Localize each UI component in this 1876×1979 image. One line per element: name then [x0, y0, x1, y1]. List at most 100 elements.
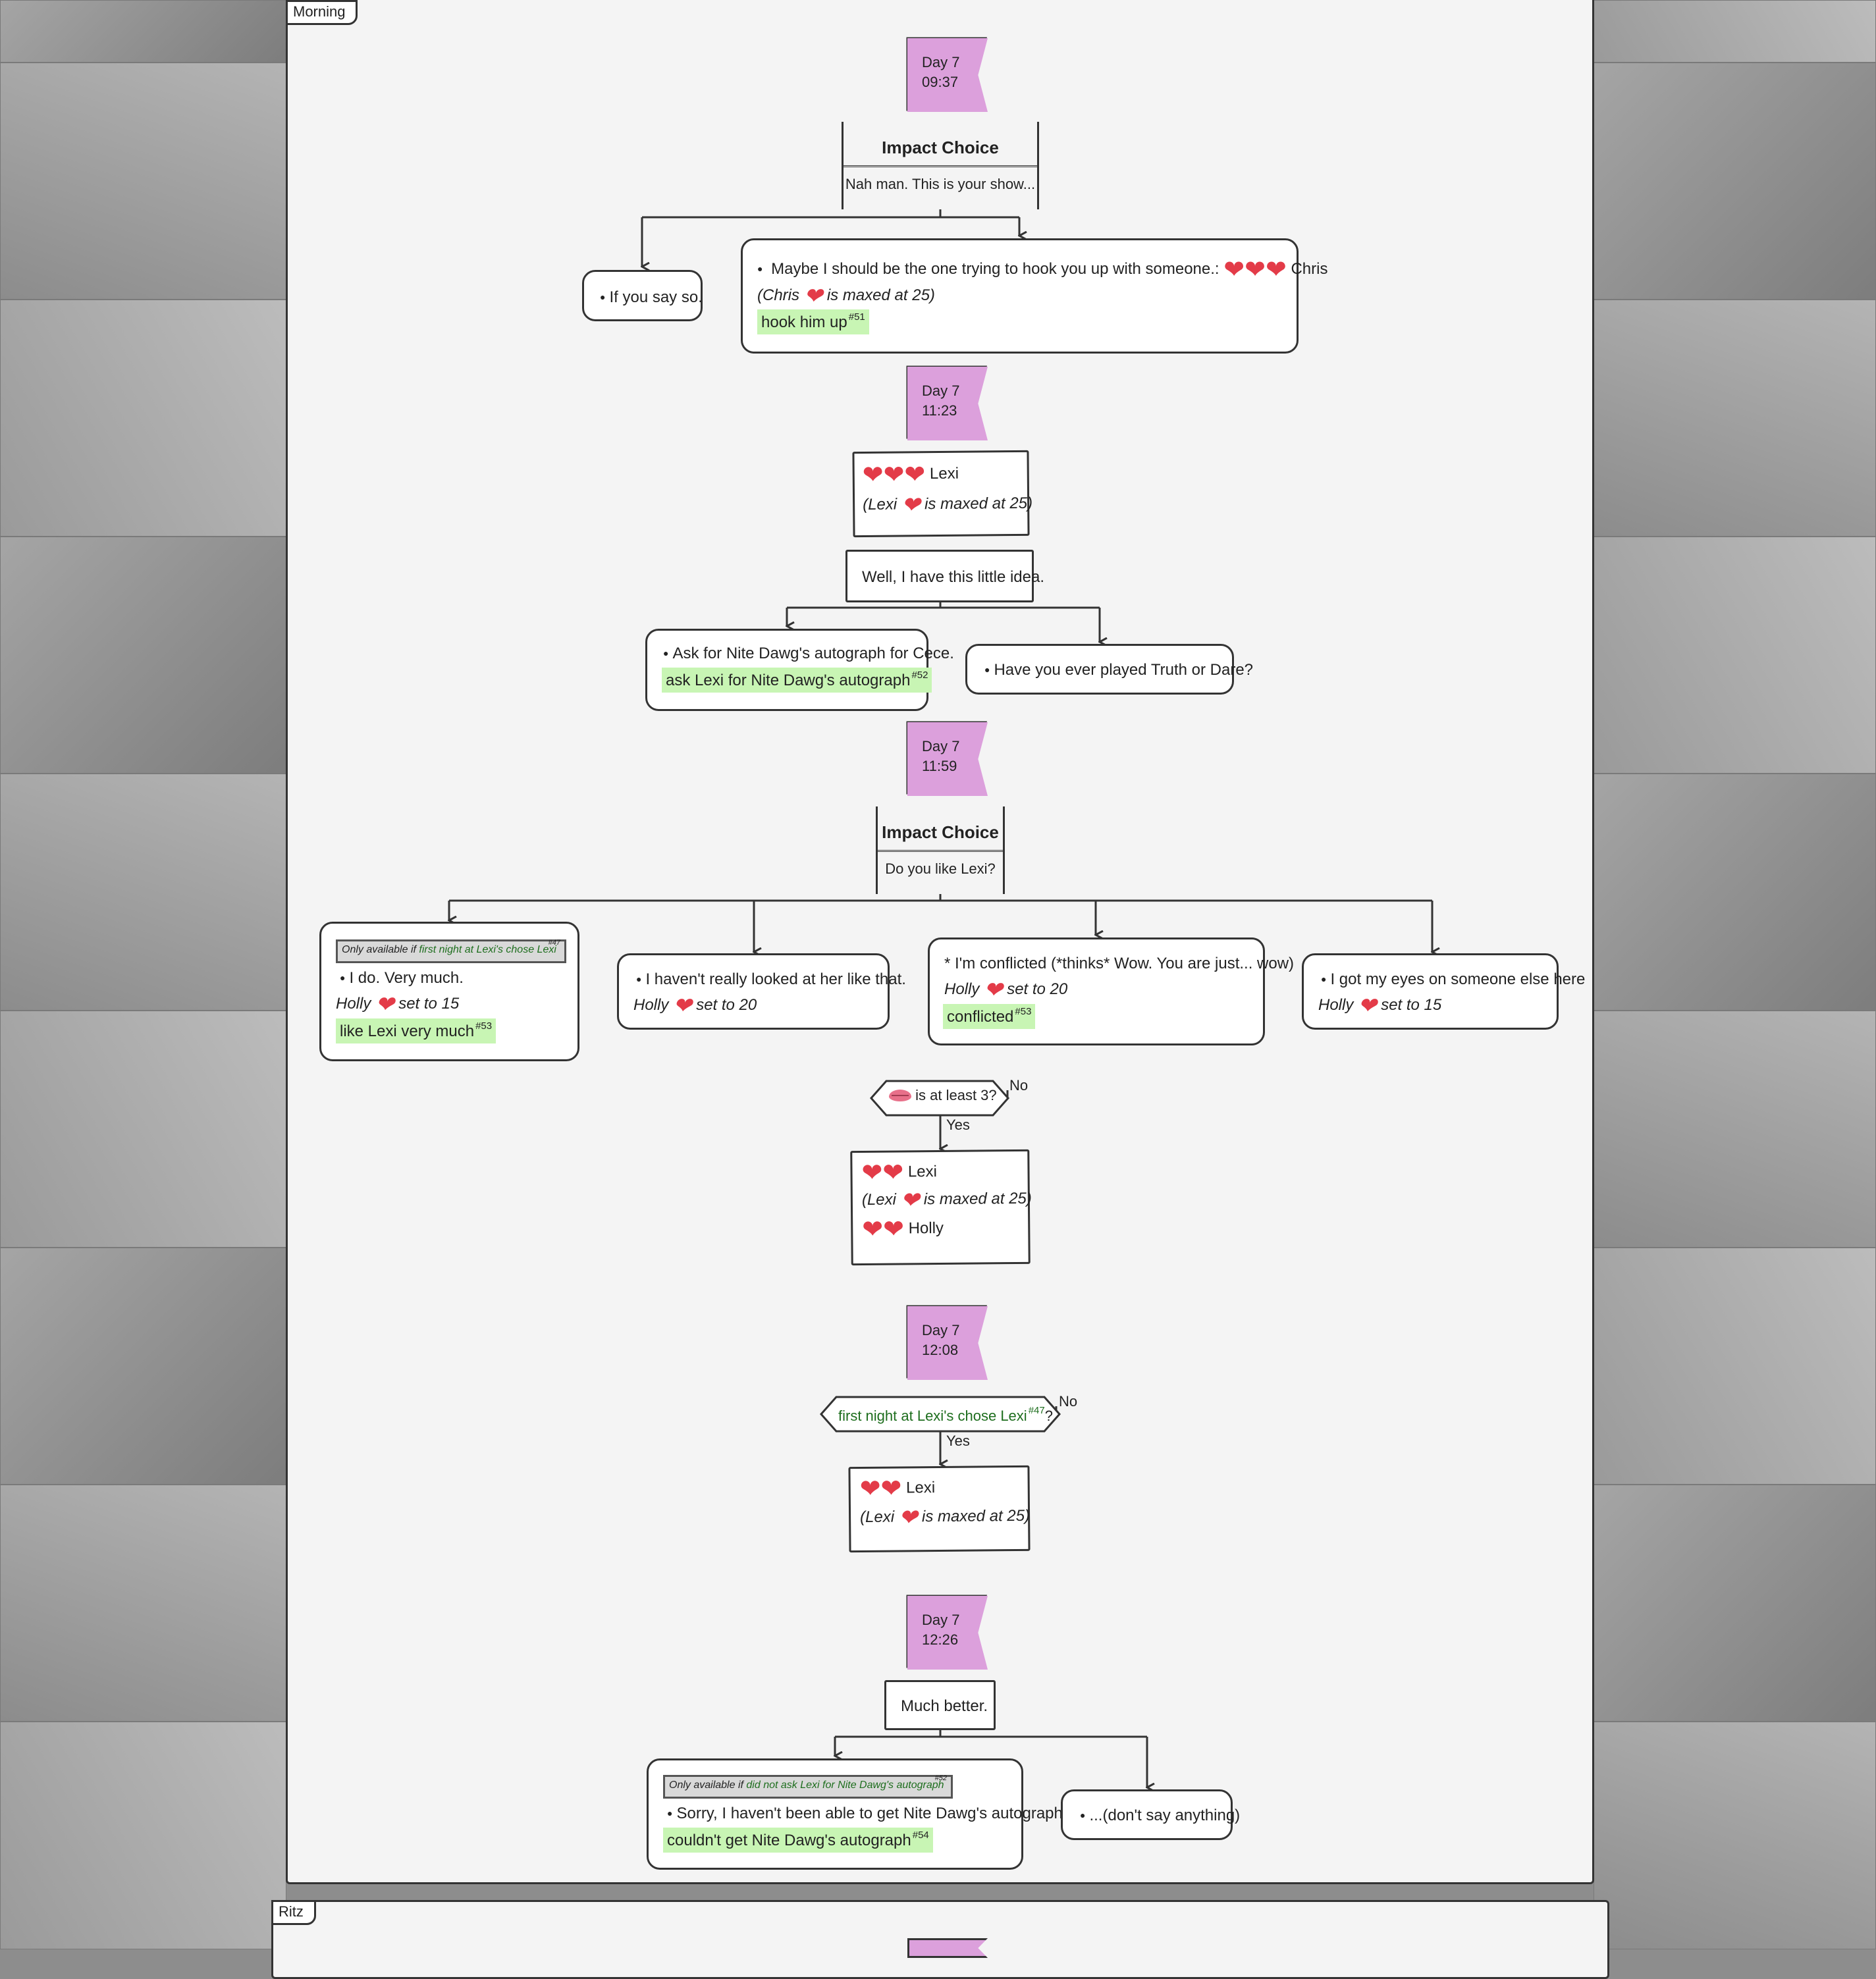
- heart-icon: ❤: [984, 978, 1003, 1003]
- background-photo: [1594, 537, 1876, 774]
- background-photo: [0, 0, 286, 63]
- branch-yes-label: Yes: [946, 1117, 970, 1133]
- time-flag: [907, 367, 988, 440]
- background-photo: [1594, 1011, 1876, 1248]
- relationship-line: ❤❤ Lexi: [859, 1475, 936, 1504]
- choice-tag: couldn't get Nite Dawg's autograph#54: [663, 1828, 933, 1853]
- background-photo: [0, 774, 286, 1011]
- relationship-line: ❤❤ Holly: [862, 1215, 944, 1244]
- impact-divider: [878, 850, 1003, 852]
- availability-condition: Only available if first night at Lexi's …: [336, 939, 566, 963]
- impact-divider: [844, 165, 1037, 167]
- impact-choice-title: Impact Choice: [882, 822, 999, 842]
- time-flag: [907, 1596, 988, 1670]
- background-photo: [0, 1722, 286, 1949]
- dialog-text: Well, I have this little idea.: [862, 568, 1045, 586]
- time-flag-partial: [907, 1938, 988, 1958]
- heart-icon: ❤❤❤: [1223, 256, 1287, 284]
- branch-yes-label: Yes: [946, 1433, 970, 1449]
- relationship-box: ❤❤ Lexi (Lexi ❤ is maxed at 25) ❤❤ Holly: [850, 1149, 1032, 1266]
- choice-text: Maybe I should be the one trying to hook…: [757, 257, 1327, 282]
- background-photo: [1594, 774, 1876, 1011]
- choice-option[interactable]: * I'm conflicted (*thinks* Wow. You are …: [928, 937, 1294, 1045]
- choice-text: Have you ever played Truth or Dare?: [984, 660, 1253, 680]
- heart-icon: ❤: [673, 993, 692, 1018]
- choice-text: I got my eyes on someone else here: [1321, 970, 1585, 990]
- choice-option[interactable]: Only available if first night at Lexi's …: [319, 922, 579, 1061]
- choice-text: * I'm conflicted (*thinks* Wow. You are …: [944, 955, 1295, 972]
- time-flag: [907, 38, 988, 112]
- choice-option[interactable]: ...(don't say anything): [1061, 1789, 1240, 1840]
- background-photo: [0, 1011, 286, 1248]
- choice-text: ...(don't say anything): [1080, 1806, 1240, 1826]
- choice-tag: like Lexi very much#53: [336, 1018, 496, 1043]
- impact-choice: Impact Choice Nah man. This is your show…: [842, 122, 1039, 209]
- choice-tag: hook him up#51: [757, 309, 869, 334]
- dialog-line: Well, I have this little idea.: [845, 550, 1044, 602]
- time-flag: [907, 1306, 988, 1380]
- impact-choice: Impact Choice Do you like Lexi?: [876, 806, 1005, 894]
- maxed-note: (Chris ❤ is maxed at 25): [757, 284, 935, 309]
- choice-option[interactable]: Ask for Nite Dawg's autograph for Cece. …: [645, 629, 954, 711]
- impact-choice-prompt: Nah man. This is your show...: [845, 176, 1036, 192]
- maxed-note: (Lexi ❤ is maxed at 25): [861, 1188, 1032, 1213]
- choice-text: I do. Very much.: [340, 968, 463, 988]
- heart-icon: ❤: [900, 1188, 920, 1213]
- heart-icon: ❤: [375, 992, 394, 1017]
- availability-condition: Only available if did not ask Lexi for N…: [663, 1774, 953, 1799]
- choice-option[interactable]: I got my eyes on someone else here Holly…: [1302, 953, 1585, 1030]
- choice-text: If you say so.: [600, 288, 702, 307]
- relationship-line: ❤❤ Lexi: [861, 1159, 938, 1188]
- choice-option[interactable]: Only available if did not ask Lexi for N…: [647, 1758, 1063, 1870]
- background-photo: [1594, 0, 1876, 63]
- choice-option[interactable]: Have you ever played Truth or Dare?: [965, 644, 1253, 695]
- background-photo: [1594, 63, 1876, 300]
- heart-icon: ❤❤: [861, 1159, 904, 1188]
- set-value: Holly ❤ set to 15: [336, 992, 460, 1017]
- set-value: Holly ❤ set to 15: [1318, 993, 1442, 1018]
- heart-icon: ❤: [803, 284, 823, 309]
- set-value: Holly ❤ set to 20: [633, 993, 757, 1018]
- relationship-line: ❤❤❤ Lexi: [862, 461, 959, 490]
- background-photo: [0, 1485, 286, 1722]
- background-photo: [0, 63, 286, 300]
- choice-text: Ask for Nite Dawg's autograph for Cece.: [663, 644, 953, 664]
- panel-label-ritz: Ritz: [271, 1900, 316, 1925]
- relationship-box: ❤❤ Lexi (Lexi ❤ is maxed at 25): [848, 1465, 1031, 1553]
- choice-option[interactable]: I haven't really looked at her like that…: [617, 953, 906, 1030]
- background-photo: [1594, 1722, 1876, 1949]
- time-flag: [907, 722, 988, 796]
- choice-option[interactable]: If you say so.: [582, 270, 703, 321]
- choice-option[interactable]: Maybe I should be the one trying to hook…: [741, 238, 1327, 354]
- dialog-line: Much better.: [884, 1680, 996, 1730]
- background-photo: [0, 537, 286, 774]
- impact-choice-prompt: Do you like Lexi?: [885, 860, 996, 877]
- condition-text: is at least 3?: [889, 1086, 997, 1105]
- set-value: Holly ❤ set to 20: [944, 978, 1068, 1003]
- background-photo: [0, 1248, 286, 1485]
- lips-icon: [889, 1090, 911, 1101]
- panel-label-morning: Morning: [286, 0, 358, 25]
- choice-tag: ask Lexi for Nite Dawg's autograph#52: [662, 668, 932, 693]
- heart-icon: ❤: [901, 492, 921, 518]
- background-photo: [1594, 1485, 1876, 1722]
- maxed-note: (Lexi ❤ is maxed at 25): [859, 1505, 1031, 1531]
- relationship-box: ❤❤❤ Lexi (Lexi ❤ is maxed at 25): [852, 450, 1033, 538]
- maxed-note: (Lexi ❤ is maxed at 25): [863, 492, 1033, 518]
- branch-no-label: No: [1059, 1393, 1078, 1410]
- condition-text: first night at Lexi's chose Lexi#47?: [838, 1405, 1053, 1424]
- background-photo: [1594, 1248, 1876, 1485]
- heart-icon: ❤: [898, 1505, 918, 1531]
- impact-choice-title: Impact Choice: [882, 138, 999, 157]
- background-photo: [0, 300, 286, 537]
- choice-text: Sorry, I haven't been able to get Nite D…: [667, 1804, 1062, 1824]
- dialog-text: Much better.: [901, 1697, 988, 1715]
- heart-icon: ❤❤: [859, 1475, 902, 1504]
- choice-tag: conflicted#53: [943, 1004, 1036, 1029]
- heart-icon: ❤❤❤: [862, 461, 926, 490]
